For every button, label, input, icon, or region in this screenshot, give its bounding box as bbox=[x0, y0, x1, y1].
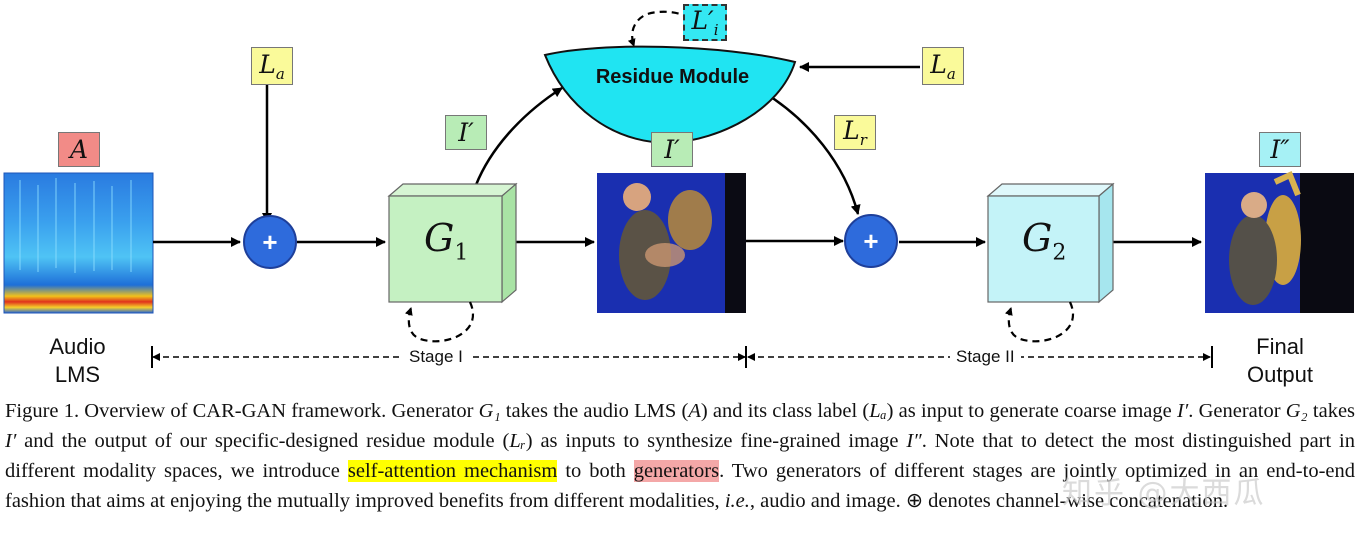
label-li-prime: L′i bbox=[683, 4, 727, 41]
audio-spectrogram bbox=[3, 172, 154, 314]
label-audio-a: A bbox=[58, 132, 100, 167]
final-image bbox=[1205, 170, 1354, 313]
residue-module-shape bbox=[543, 45, 797, 145]
label-i-double-prime: I″ bbox=[1259, 132, 1301, 167]
label-lr: Lr bbox=[834, 115, 876, 150]
label-la-right: La bbox=[922, 47, 964, 85]
watermark: 知乎 @大西瓜 bbox=[1062, 476, 1266, 511]
coarse-image bbox=[597, 173, 746, 313]
generator-g2-cube bbox=[986, 182, 1115, 304]
generator-g1-label: G1 bbox=[424, 216, 469, 266]
generator-g1-cube bbox=[387, 182, 518, 304]
stage-2-label: Stage II bbox=[950, 347, 1021, 367]
stage-1-label: Stage I bbox=[403, 347, 469, 367]
label-i-prime-image: I′ bbox=[651, 132, 693, 167]
plus-icon: + bbox=[863, 226, 879, 256]
concat-circle-1 bbox=[243, 215, 297, 269]
generator-g2-label: G2 bbox=[1022, 216, 1067, 266]
highlight-generators: generators bbox=[633, 460, 720, 482]
figure-caption: Figure 1. Overview of CAR-GAN framework.… bbox=[5, 400, 1356, 512]
residue-module-label: Residue Module bbox=[595, 66, 750, 88]
framework-diagram: + + A La I′ I′ L′i La Lr I″ Residue Modu… bbox=[3, 4, 1354, 387]
plus-icon: + bbox=[262, 227, 278, 257]
label-la-left: La bbox=[251, 47, 293, 85]
oplus-icon: ⊕ bbox=[905, 490, 924, 512]
label-i-prime-arrow: I′ bbox=[445, 115, 487, 150]
concat-circle-2 bbox=[844, 214, 898, 268]
highlight-self-attention: self-attention mechanism bbox=[347, 460, 558, 482]
diagram-canvas bbox=[3, 10, 1354, 368]
